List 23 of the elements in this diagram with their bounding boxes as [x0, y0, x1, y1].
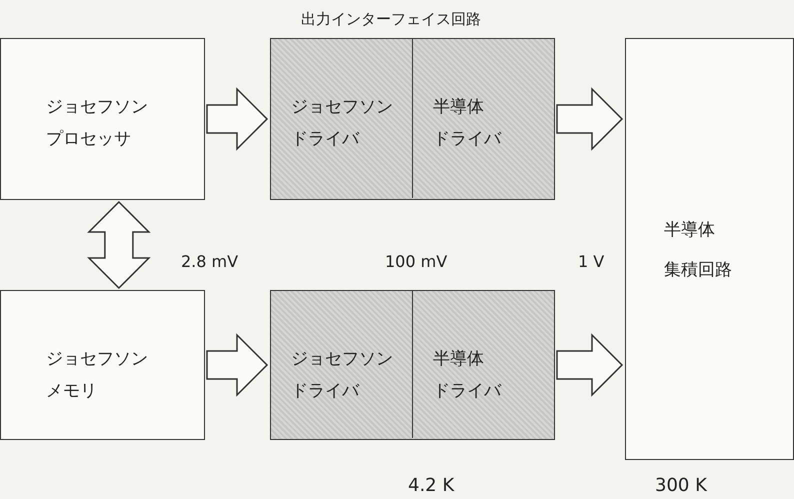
voltage-label: 1 V — [578, 252, 604, 271]
panel-heading: 出力インターフェイス回路 — [301, 9, 481, 30]
box-label: ジョセフソンドライバ — [291, 348, 394, 404]
temperature-label: 300 K — [655, 475, 707, 496]
component-box — [0, 290, 205, 440]
box-label: 半導体 — [664, 219, 716, 242]
box-label: ジョセフソンドライバ — [291, 96, 394, 152]
box-label: 集積回路 — [664, 259, 733, 282]
component-box — [625, 38, 794, 460]
box-label: ジョセフソンプロセッサ — [46, 96, 149, 152]
voltage-label: 2.8 mV — [181, 252, 238, 271]
box-label: ジョセフソンメモリ — [46, 348, 149, 404]
box-label: 半導体ドライバ — [433, 96, 502, 152]
voltage-label: 100 mV — [385, 252, 448, 271]
component-box — [0, 38, 205, 200]
box-label: 半導体ドライバ — [433, 348, 502, 404]
block-arrow — [556, 87, 624, 151]
block-arrow — [556, 333, 624, 397]
interface-panel — [270, 290, 555, 440]
block-arrow — [87, 200, 151, 290]
block-arrow — [206, 87, 268, 151]
temperature-label: 4.2 K — [408, 475, 454, 496]
block-arrow — [206, 333, 268, 397]
